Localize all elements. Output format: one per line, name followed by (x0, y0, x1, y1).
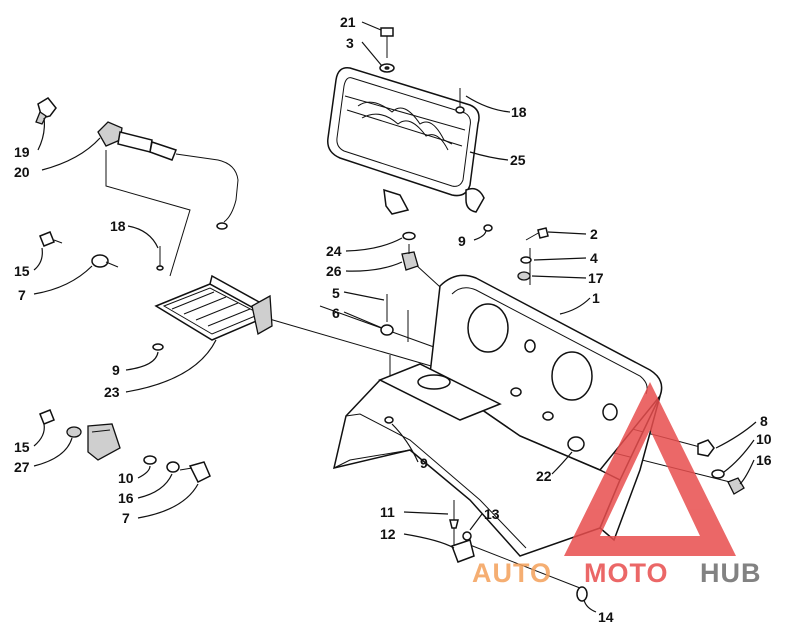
label-27: 27 (14, 459, 30, 475)
washer-9-center (384, 416, 394, 424)
rivet-18-upper (455, 88, 465, 114)
screw-15-upper (39, 231, 63, 247)
pin-18-lower (156, 246, 164, 271)
label-25: 25 (510, 152, 526, 168)
decal-clip (383, 188, 410, 215)
label-7-lower: 7 (122, 510, 130, 526)
part-labels: 21 3 18 25 19 20 9 18 2 24 4 26 17 15 7 … (14, 14, 772, 625)
label-8: 8 (760, 413, 768, 429)
bolt-21 (380, 27, 394, 58)
switch-housing (87, 423, 121, 461)
label-14: 14 (598, 609, 614, 625)
clip-12 (451, 539, 475, 563)
label-5: 5 (332, 285, 340, 301)
grommet-14 (576, 586, 588, 602)
decal-clip-right (465, 187, 485, 213)
washer-9-left (152, 343, 164, 351)
label-3: 3 (346, 35, 354, 51)
label-9-center: 9 (420, 455, 428, 471)
ignition-switch-20 (97, 121, 239, 230)
label-12: 12 (380, 526, 396, 542)
key-19 (35, 97, 57, 125)
label-16-left: 16 (118, 490, 134, 506)
label-18-upper: 18 (511, 104, 527, 120)
label-13: 13 (484, 506, 500, 522)
label-24: 24 (326, 243, 342, 259)
watermark-text-hub: HUB (700, 558, 762, 588)
grommet-6 (380, 324, 394, 336)
watermark-text-auto: AUTO (472, 558, 552, 588)
washer-4 (520, 256, 532, 264)
washer-3 (379, 63, 395, 73)
label-7-upper: 7 (18, 287, 26, 303)
label-23: 23 (104, 384, 120, 400)
leader-lines (33, 21, 757, 613)
knob-7-lower (179, 461, 211, 484)
nut-16-left (166, 461, 180, 473)
label-18-lower: 18 (110, 218, 126, 234)
label-10-left: 10 (118, 470, 134, 486)
washer-9-upper (483, 224, 493, 232)
washer-10-left (143, 455, 157, 465)
label-6: 6 (332, 305, 340, 321)
label-1: 1 (592, 290, 600, 306)
screw-15-lower (39, 409, 55, 425)
label-16-right: 16 (756, 452, 772, 468)
watermark-text-moto: MOTO (584, 558, 669, 588)
label-19: 19 (14, 144, 30, 160)
label-15-lower: 15 (14, 439, 30, 455)
bolt-2 (525, 227, 549, 241)
label-26: 26 (326, 263, 342, 279)
nut-13 (462, 531, 472, 541)
tray-23 (154, 274, 273, 341)
nut-17 (517, 271, 531, 281)
watermark-triangle-icon (564, 382, 736, 556)
washer-27 (66, 426, 82, 438)
label-11: 11 (380, 504, 395, 520)
label-9-left: 9 (112, 362, 120, 378)
screw-11 (449, 500, 459, 529)
label-4: 4 (590, 250, 598, 266)
label-21: 21 (340, 14, 356, 30)
washer-10-right (711, 469, 725, 479)
label-2: 2 (590, 226, 598, 242)
label-10-right: 10 (756, 431, 772, 447)
nut-7-upper (91, 254, 119, 268)
washer-24 (402, 231, 416, 241)
nut-8 (697, 439, 715, 457)
label-22: 22 (536, 468, 552, 484)
nut-16-right (727, 477, 745, 495)
watermark-logo: AUTO MOTO HUB (472, 382, 762, 588)
switch-26 (401, 244, 419, 271)
decal-plate (327, 67, 480, 197)
label-20: 20 (14, 164, 30, 180)
label-15-upper: 15 (14, 263, 30, 279)
label-9-upper: 9 (458, 233, 466, 249)
label-17: 17 (588, 270, 604, 286)
